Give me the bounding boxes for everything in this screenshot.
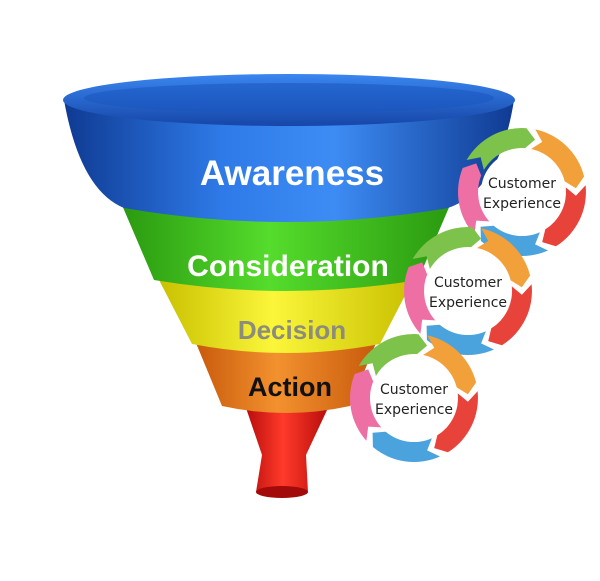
stage-label-awareness: Awareness bbox=[200, 154, 384, 193]
cycle-text-line2: Experience bbox=[375, 402, 453, 418]
cycle-arrow-red bbox=[434, 391, 478, 453]
customer-experience-cycle-3: Customer Experience bbox=[350, 334, 478, 462]
cycle-arrow-red bbox=[488, 284, 532, 346]
funnel: Awareness Consideration Decision Action bbox=[63, 74, 515, 498]
cycle-arrow-orange bbox=[531, 129, 585, 189]
cycle-arrow-green bbox=[466, 128, 536, 170]
cycle-arrow-green bbox=[412, 227, 482, 269]
cycle-arrow-pink bbox=[404, 262, 436, 334]
funnel-band-action bbox=[196, 343, 376, 413]
funnel-band-consideration bbox=[122, 205, 450, 291]
funnel-band-decision bbox=[158, 278, 414, 353]
funnel-spout-rim bbox=[256, 486, 308, 498]
funnel-spout bbox=[246, 408, 328, 498]
stage-label-decision: Decision bbox=[238, 315, 346, 345]
cycle-arrow-pink bbox=[458, 163, 490, 235]
cycle-text-line2: Experience bbox=[429, 295, 507, 311]
customer-experience-cycle-2: Customer Experience bbox=[404, 227, 532, 355]
stage-label-action: Action bbox=[248, 372, 332, 402]
cycle-text-line1: Customer bbox=[380, 382, 448, 398]
cycle-text-line2: Experience bbox=[483, 196, 561, 212]
cycle-arrow-blue bbox=[372, 431, 440, 462]
cycle-arrow-orange bbox=[477, 228, 531, 288]
funnel-band-awareness bbox=[64, 100, 514, 222]
cycle-arrow-green bbox=[358, 334, 428, 376]
stage-label-consideration: Consideration bbox=[187, 250, 389, 283]
cycle-arrow-red bbox=[542, 185, 586, 247]
cycle-text-line1: Customer bbox=[434, 275, 502, 291]
cycle-text-line1: Customer bbox=[488, 176, 556, 192]
cycle-arrow-orange bbox=[423, 335, 477, 395]
cycle-arrow-pink bbox=[350, 369, 382, 441]
